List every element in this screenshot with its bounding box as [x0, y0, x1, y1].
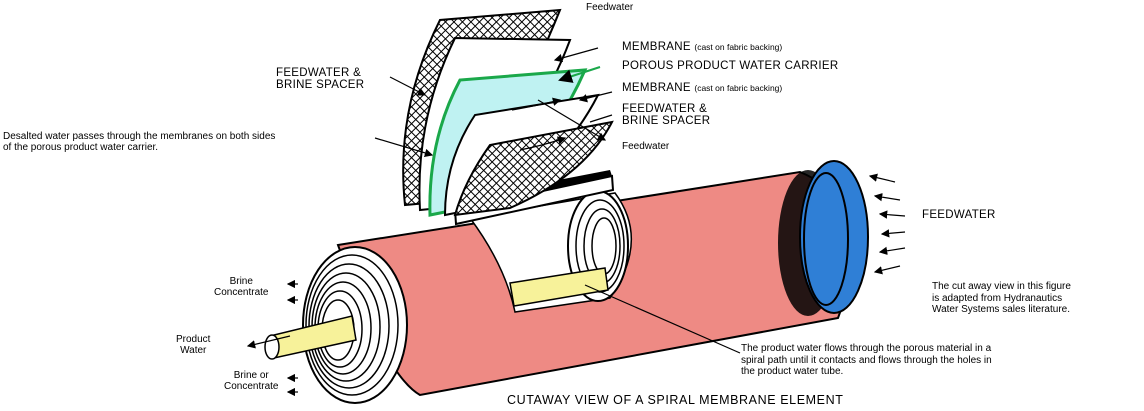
- label-spacer-left: FEEDWATER & BRINE SPACER: [276, 67, 364, 91]
- label-feedwater-right: FEEDWATER: [922, 209, 996, 221]
- label-product-flow: The product water flows through the poro…: [741, 343, 992, 378]
- label-adapted-note: The cut away view in this figure is adap…: [932, 281, 1071, 316]
- label-product-line1: Product: [176, 334, 211, 345]
- label-adapted-line3: Water Systems sales literature.: [932, 304, 1071, 315]
- label-brine-or-line1: Brine or: [233, 370, 269, 381]
- label-product-flow-line3: the product water tube.: [741, 366, 844, 377]
- leader-lines: [246, 47, 906, 397]
- label-membrane-1: MEMBRANE (cast on fabric backing): [622, 41, 782, 53]
- label-brine-or-line2: Concentrate: [224, 380, 279, 392]
- label-adapted-line1: The cut away view in this figure: [932, 281, 1071, 292]
- label-brine-line1: Brine: [229, 276, 253, 287]
- label-desalted-line1: Desalted water passes through the membra…: [3, 131, 276, 142]
- label-product-flow-line2: spiral path until it contacts and flows …: [741, 354, 992, 366]
- diagram-caption: CUTAWAY VIEW OF A SPIRAL MEMBRANE ELEMEN…: [507, 393, 844, 407]
- label-spacer-right: FEEDWATER & BRINE SPACER: [622, 103, 710, 127]
- label-spacer-right-line2: BRINE SPACER: [622, 115, 711, 128]
- unrolled-sheets: [402, 8, 614, 217]
- label-feedwater-mid: Feedwater: [622, 141, 670, 152]
- label-product-flow-line1: The product water flows through the poro…: [741, 343, 992, 354]
- left-end-roll: [302, 246, 408, 404]
- label-brine-concentrate: Brine Concentrate: [214, 276, 269, 298]
- label-spacer-left-line1: FEEDWATER &: [276, 67, 362, 79]
- label-membrane-1-title: MEMBRANE: [622, 41, 691, 53]
- label-feedwater-top: Feedwater: [586, 2, 634, 13]
- label-membrane-1-note: (cast on fabric backing): [694, 42, 783, 52]
- label-porous-carrier: POROUS PRODUCT WATER CARRIER: [622, 60, 839, 72]
- label-product-line2: Water: [180, 344, 207, 356]
- label-desalted-line2: of the porous product water carrier.: [3, 141, 159, 153]
- label-spacer-left-line2: BRINE SPACER: [276, 79, 365, 92]
- label-brine-line2: Concentrate: [214, 286, 269, 298]
- label-product-water: Product Water: [176, 334, 211, 356]
- label-spacer-right-line1: FEEDWATER &: [622, 103, 708, 115]
- label-adapted-line2: is adapted from Hydranautics: [932, 292, 1063, 304]
- label-membrane-2: MEMBRANE (cast on fabric backing): [622, 82, 782, 94]
- label-desalted: Desalted water passes through the membra…: [3, 131, 276, 153]
- label-brine-or-concentrate: Brine or Concentrate: [224, 370, 279, 392]
- label-membrane-2-note: (cast on fabric backing): [694, 83, 783, 93]
- label-membrane-2-title: MEMBRANE: [622, 82, 691, 94]
